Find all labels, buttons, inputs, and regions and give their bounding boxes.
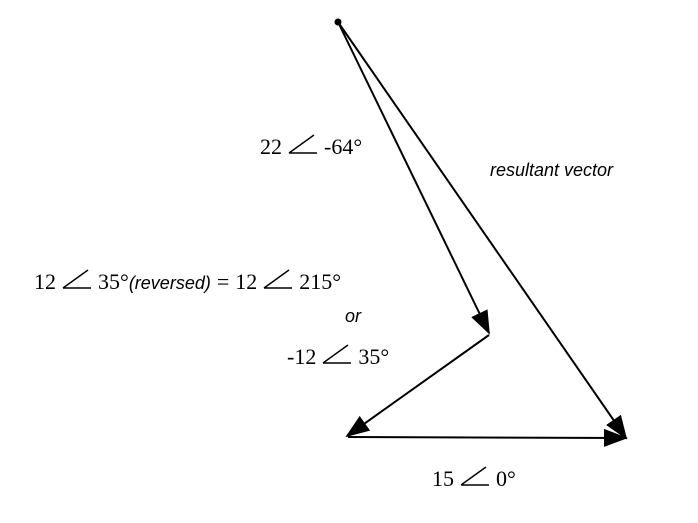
angle-icon xyxy=(288,134,317,154)
angle-icon xyxy=(460,466,489,486)
vector-c-arrow xyxy=(347,428,628,447)
resultant-label: resultant vector xyxy=(490,160,613,181)
vector-a-angle: -64° xyxy=(324,134,363,159)
vector-c-magnitude: 15 xyxy=(432,466,454,491)
or-text: or xyxy=(345,306,362,326)
vector-b-alt-angle: 35° xyxy=(358,344,390,369)
vector-a-label: 22 -64° xyxy=(260,134,362,160)
vector-b-magnitude: 12 xyxy=(34,269,56,294)
resultant-text: resultant vector xyxy=(490,160,614,180)
angle-icon xyxy=(62,269,91,289)
vector-a-arrow xyxy=(337,21,490,335)
vector-a-magnitude: 22 xyxy=(260,134,282,159)
angle-icon xyxy=(263,269,293,289)
vector-b-angle: 35° xyxy=(98,269,129,294)
equals-sign: = xyxy=(216,269,230,294)
or-label: or xyxy=(345,306,361,327)
vector-c-angle: 0° xyxy=(496,466,516,491)
vector-b-label: 12 35° (reversed) = 12 215° xyxy=(34,269,341,295)
vector-b-alt-label: -12 35° xyxy=(287,344,389,370)
angle-icon xyxy=(322,344,352,364)
vector-b-angle-2: 215° xyxy=(299,269,342,294)
reversed-note: (reversed) xyxy=(128,273,211,293)
vector-c-label: 15 0° xyxy=(432,466,516,492)
vector-b-magnitude-2: 12 xyxy=(235,269,258,294)
resultant-vector-arrow xyxy=(337,21,628,440)
vector-b-arrow xyxy=(345,334,490,438)
vector-b-alt-magnitude: -12 xyxy=(287,344,317,369)
